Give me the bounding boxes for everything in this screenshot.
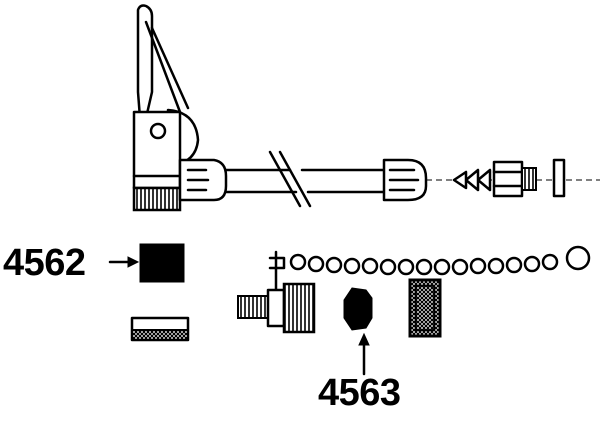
threaded-stem-icon xyxy=(521,167,537,191)
hex-nut-icon xyxy=(492,160,524,198)
pivot-pin-icon xyxy=(149,122,167,140)
chain-clip-icon xyxy=(268,250,286,298)
filter-disc xyxy=(108,243,190,342)
ball-chain-icon xyxy=(289,245,591,276)
filter-disc-top-icon xyxy=(139,243,185,283)
chain-ring-icon xyxy=(565,245,591,271)
washer-icon xyxy=(552,158,566,198)
valve-extension-assembly xyxy=(132,4,600,212)
cap-collar-icon xyxy=(266,288,286,328)
cap-knurl-icon xyxy=(282,282,316,334)
break-mark-icon xyxy=(268,150,302,208)
valve-insert-icon xyxy=(343,287,373,331)
dust-cap-with-chain xyxy=(237,245,591,334)
barbed-nipple-icon xyxy=(452,168,492,192)
lever-icon xyxy=(136,4,190,120)
knurled-ring xyxy=(408,278,442,338)
valve-insert xyxy=(343,287,373,376)
part-number-4563: 4563 xyxy=(318,372,401,414)
cap-thread-icon xyxy=(237,295,269,319)
head-thread-icon xyxy=(132,186,182,212)
part-number-4562: 4562 xyxy=(3,242,86,284)
